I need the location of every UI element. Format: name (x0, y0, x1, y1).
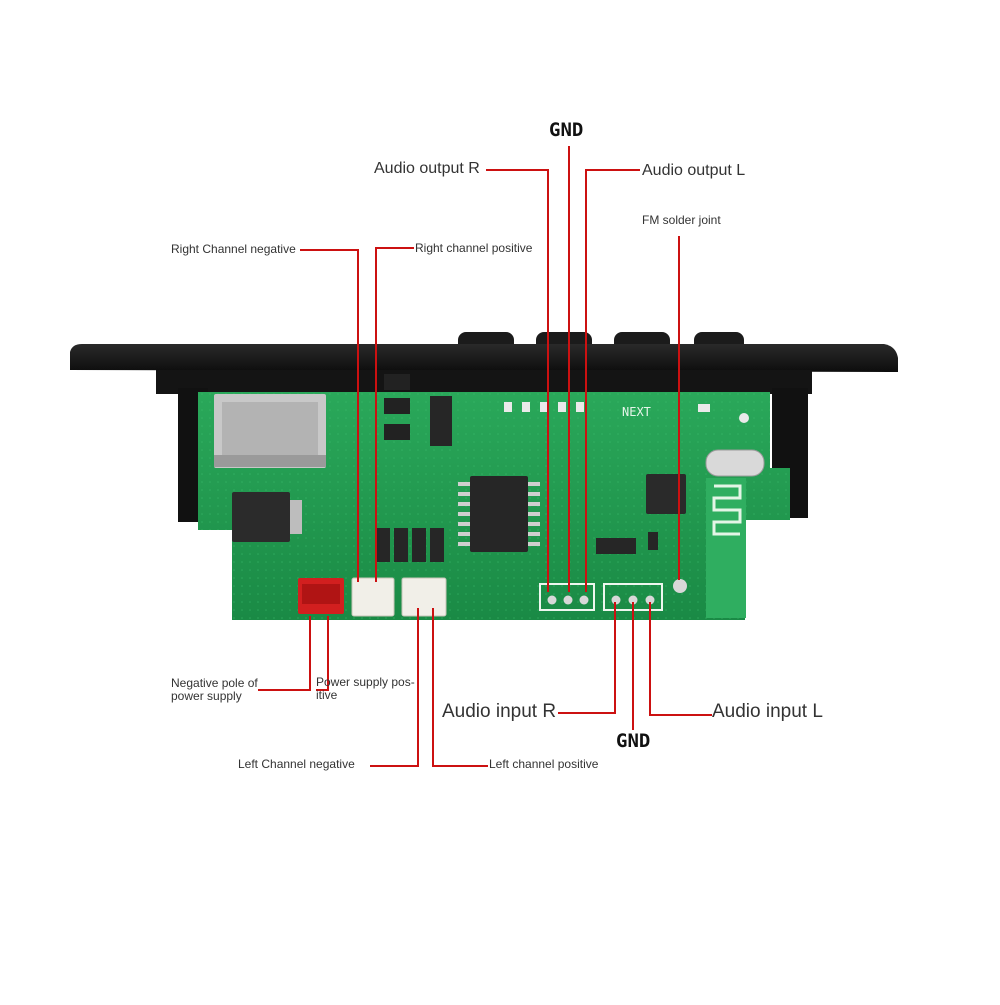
leader-lines (258, 146, 712, 767)
label-audio-output-l: Audio output L (642, 162, 746, 179)
leader-power-positive (316, 616, 329, 691)
voltage-regulator (232, 492, 290, 542)
leader-audio-output-l (585, 169, 640, 592)
label-negative-pole-power: Negative pole of power supply (171, 676, 258, 704)
right-channel-connector (351, 577, 395, 617)
crystal (705, 449, 765, 477)
pcb: NEXT (198, 374, 790, 620)
main-ic (470, 476, 528, 552)
label-left-channel-positive: Left channel positive (489, 757, 599, 771)
silkscreen-next: NEXT (622, 405, 651, 419)
label-power-supply-positive: Power supply pos-itive (316, 675, 415, 703)
fm-solder-pad (673, 579, 687, 593)
label-gnd-bottom: GND (616, 730, 651, 752)
label-right-channel-negative: Right Channel negative (171, 242, 296, 256)
left-channel-connector (401, 577, 447, 617)
label-left-channel-negative: Left Channel negative (238, 757, 355, 771)
leader-audio-input-r (558, 602, 616, 714)
leader-audio-output-r (486, 169, 549, 592)
label-fm-solder-joint: FM solder joint (642, 213, 721, 227)
leader-right-channel-negative (300, 249, 359, 582)
label-audio-input-l: Audio input L (712, 701, 823, 722)
leader-left-channel-negative (370, 608, 419, 767)
label-audio-output-r: Audio output R (374, 160, 480, 177)
antenna-trace (712, 484, 742, 536)
label-gnd-top: GND (549, 119, 584, 141)
label-audio-input-r: Audio input R (442, 701, 557, 722)
leader-audio-input-l (649, 602, 712, 716)
faceplate (70, 344, 898, 372)
leader-power-negative (258, 616, 311, 691)
leader-left-channel-positive (432, 608, 488, 767)
bluetooth-ic (646, 474, 686, 514)
panel-rear-bar (156, 370, 812, 394)
label-right-channel-positive: Right channel positive (415, 241, 533, 255)
leader-right-channel-positive (375, 247, 414, 582)
audio-output-header (539, 583, 595, 611)
